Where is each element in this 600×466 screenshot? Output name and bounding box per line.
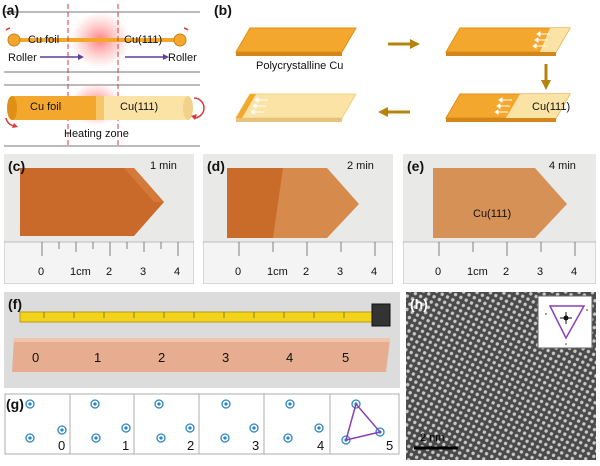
label-cu111-bottom: Cu(111) [120,101,159,113]
ruler-ticks-d [238,242,376,256]
time-label-e: 4 min [549,160,576,172]
ruler-num-3: 3 [140,266,147,278]
panel-g: (g) 0 1 2 3 4 5 [4,392,400,456]
strip-num-4: 4 [286,350,294,365]
panel-b: (b) Polycrystalline Cu Cu(111) [210,0,600,150]
panel-d: (d) 2 min 0 1cm 2 3 4 [203,154,393,284]
tape-measure [19,311,377,323]
ruler-num-4: 4 [174,266,181,278]
label-heating-zone: Heating zone [64,128,129,140]
ruler-d-num-1: 1cm [267,266,288,278]
ruler-c [4,241,194,284]
panel-label-g: (g) [6,396,24,412]
ruler-d [203,241,393,284]
ruler-d-num-0: 0 [235,266,242,278]
g-num-3: 3 [252,438,260,453]
g-num-5: 5 [386,438,394,453]
panel-h: (h) 2 nm [406,292,596,460]
ruler-d-num-3: 3 [337,266,344,278]
ruler-num-2: 2 [106,266,113,278]
roller-right [173,33,187,47]
ruler-d-num-2: 2 [303,266,310,278]
strip-num-3: 3 [222,350,230,365]
sheet-polycrystalline [235,27,357,53]
strip-num-2: 2 [158,350,166,365]
panel-label-d: (d) [207,158,225,174]
ruler-e-num-3: 3 [537,266,544,278]
label-cu111-top: Cu(111) [124,34,163,46]
label-cu111-b: Cu(111) [532,101,571,113]
strip-num-1: 1 [94,350,102,365]
panel-a: (a) Cu foil Cu(111) Roller Roller Cu foi… [0,0,205,150]
panel-e: (e) 4 min Cu(111) 0 1cm 2 3 4 [403,154,596,284]
time-label-d: 2 min [347,160,374,172]
panel-c: (c) 1 min 0 1cm 2 3 4 [4,154,194,284]
panel-f: (f) 0 1 2 3 4 5 [4,292,400,388]
panel-label-f: (f) [8,296,22,312]
strip-num-5: 5 [342,350,350,365]
scale-bar-label: 2 nm [420,432,445,444]
fft-triangle [548,305,586,340]
ruler-e-num-0: 0 [435,266,442,278]
tape-case [371,303,391,327]
ruler-num-1: 1cm [70,266,91,278]
fft-inset [537,295,593,349]
panel-label-e: (e) [407,158,425,174]
panel-b-diagram [235,27,571,122]
label-roller-right: Roller [168,52,197,64]
ruler-num-0: 0 [38,266,45,278]
roller-left [7,33,21,47]
g-num-2: 2 [187,438,195,453]
ruler-d-num-4: 4 [371,266,378,278]
ruler-e-num-2: 2 [503,266,510,278]
cu-foil-sheet [12,96,102,120]
symmetry-triangle [344,402,382,442]
cu-foil-photo-e [433,168,567,238]
ruler-ticks-e [438,242,576,256]
ruler-ticks-c [41,242,179,256]
cu-foil-photo-c [20,168,164,236]
g-num-0: 0 [58,438,66,453]
label-cu-foil-top: Cu foil [28,34,60,46]
label-polycrystalline: Polycrystalline Cu [256,60,344,72]
panel-label-b: (b) [214,2,232,18]
panel-a-diagram [4,4,205,148]
strip-num-0: 0 [32,350,40,365]
panel-label-a: (a) [2,2,20,18]
panel-label-c: (c) [8,158,26,174]
ruler-e-num-1: 1cm [467,266,488,278]
g-num-1: 1 [122,438,130,453]
time-label-c: 1 min [150,160,177,172]
panel-label-h: (h) [410,296,428,312]
label-cu-foil-bottom: Cu foil [30,101,62,113]
label-roller-left: Roller [8,52,37,64]
cu-strip [12,338,390,372]
label-cu111-e: Cu(111) [473,208,512,220]
ruler-e [403,241,596,284]
g-num-4: 4 [317,438,325,453]
cu-foil-strip-top [14,38,178,42]
cu111-sheet [100,96,188,120]
ruler-e-num-4: 4 [571,266,578,278]
